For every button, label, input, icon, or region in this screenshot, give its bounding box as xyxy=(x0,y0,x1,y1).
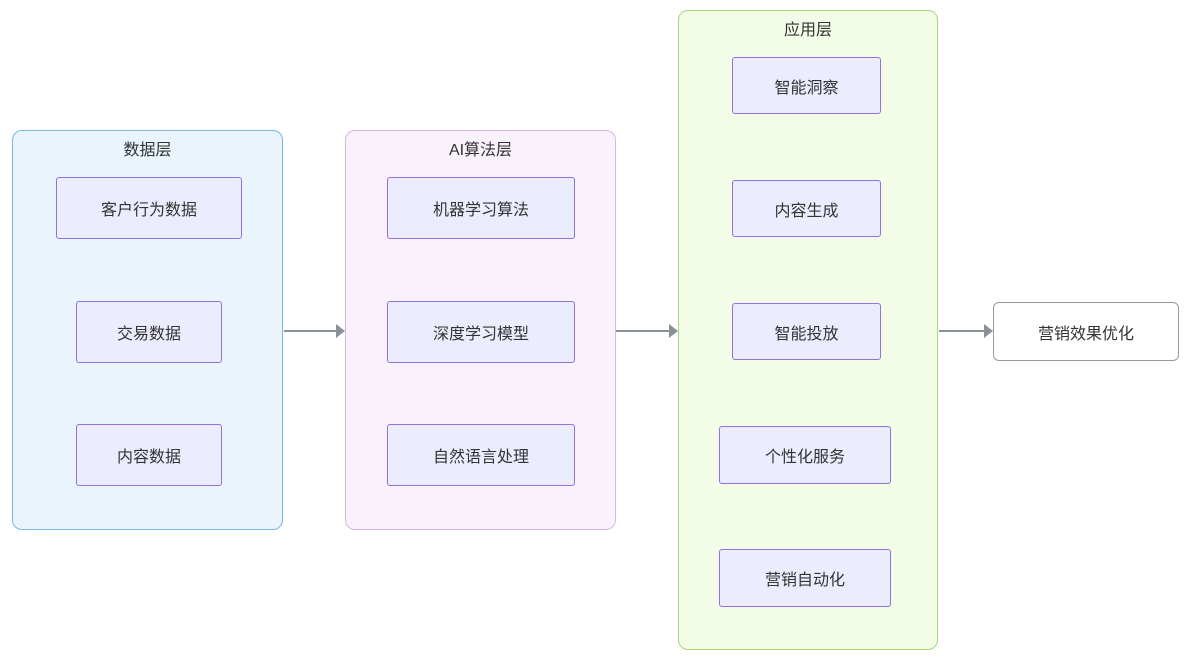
layer-ai-algorithm: AI算法层 机器学习算法 深度学习模型 自然语言处理 xyxy=(345,130,616,530)
node-transaction-data: 交易数据 xyxy=(76,301,222,363)
arrowhead-icon xyxy=(984,324,993,338)
node-marketing-effect-optimization: 营销效果优化 xyxy=(993,302,1179,361)
node-marketing-automation: 营销自动化 xyxy=(719,549,891,607)
arrow-shaft xyxy=(939,330,985,332)
arrowhead-icon xyxy=(336,324,345,338)
node-natural-language-processing: 自然语言处理 xyxy=(387,424,575,486)
arrow-data-to-ai xyxy=(284,324,345,338)
node-content-generation: 内容生成 xyxy=(732,180,881,237)
arrow-shaft xyxy=(616,330,670,332)
layer-application: 应用层 智能洞察 内容生成 智能投放 个性化服务 营销自动化 xyxy=(678,10,938,650)
arrow-application-to-result xyxy=(939,324,993,338)
arrow-ai-to-application xyxy=(616,324,678,338)
arrow-shaft xyxy=(284,330,337,332)
node-intelligent-insight: 智能洞察 xyxy=(732,57,881,114)
node-customer-behavior-data: 客户行为数据 xyxy=(56,177,242,239)
layer-data: 数据层 客户行为数据 交易数据 内容数据 xyxy=(12,130,283,530)
layer-application-title: 应用层 xyxy=(783,22,832,39)
layer-ai-algorithm-title: AI算法层 xyxy=(448,142,513,159)
node-deep-learning-model: 深度学习模型 xyxy=(387,301,575,363)
layer-data-title: 数据层 xyxy=(123,142,172,159)
node-machine-learning-algorithm: 机器学习算法 xyxy=(387,177,575,239)
node-personalized-service: 个性化服务 xyxy=(719,426,891,484)
arrowhead-icon xyxy=(669,324,678,338)
node-content-data: 内容数据 xyxy=(76,424,222,486)
node-intelligent-delivery: 智能投放 xyxy=(732,303,881,360)
